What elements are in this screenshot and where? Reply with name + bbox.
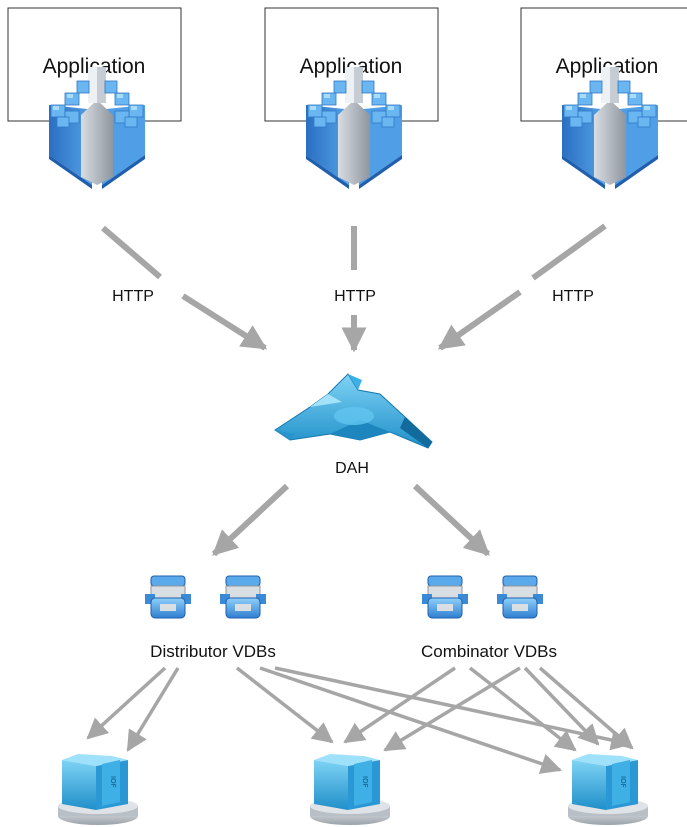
http-arrow-left-upper xyxy=(101,225,162,280)
vdb-to-server-arrow xyxy=(343,666,456,744)
vdb-to-server-arrow xyxy=(86,666,167,740)
application-node-1: Application xyxy=(7,7,182,190)
vdb-to-server-arrow xyxy=(383,666,521,752)
combinator-vdbs-label: Combinator VDBs xyxy=(421,642,557,661)
vdb-to-server-arrow xyxy=(259,666,562,774)
vdb-to-server-arrow xyxy=(126,667,180,752)
server-cluster-icon xyxy=(58,754,138,825)
server-cluster-icon xyxy=(310,754,390,825)
vdb-database-icon xyxy=(496,575,544,619)
dah-node: DAH xyxy=(274,373,433,477)
vdb-database-icon xyxy=(219,575,267,619)
dah-to-combinator-arrow xyxy=(412,483,491,557)
distributor-vdbs-label: Distributor VDBs xyxy=(150,642,276,661)
http-arrow-left-lower xyxy=(181,293,268,351)
http-label: HTTP xyxy=(334,288,376,305)
dah-hub-icon xyxy=(274,373,433,449)
combinator-vdb-group: Combinator VDBs xyxy=(421,575,557,661)
application-node-3: Application xyxy=(520,7,687,190)
application-node-2: Application xyxy=(264,7,439,190)
vdb-database-icon xyxy=(144,575,192,619)
http-label: HTTP xyxy=(112,288,154,305)
vdb-to-server-arrow xyxy=(523,666,600,746)
vdb-database-icon xyxy=(421,575,469,619)
vdb-to-server-arrow xyxy=(468,666,577,752)
http-arrow-right-upper xyxy=(531,223,607,281)
application-title: Application xyxy=(300,55,403,78)
server-cluster-icon xyxy=(568,754,648,825)
distributor-vdb-group: Distributor VDBs xyxy=(144,575,276,661)
vdb-to-server-arrow xyxy=(235,666,334,744)
http-arrow-right-lower xyxy=(437,289,522,351)
application-title: Application xyxy=(43,55,146,78)
dah-label: DAH xyxy=(335,460,369,477)
application-title: Application xyxy=(556,55,659,78)
dah-to-distributor-arrow xyxy=(211,483,290,557)
http-label: HTTP xyxy=(552,288,594,305)
vdb-to-server-arrow xyxy=(538,666,634,750)
